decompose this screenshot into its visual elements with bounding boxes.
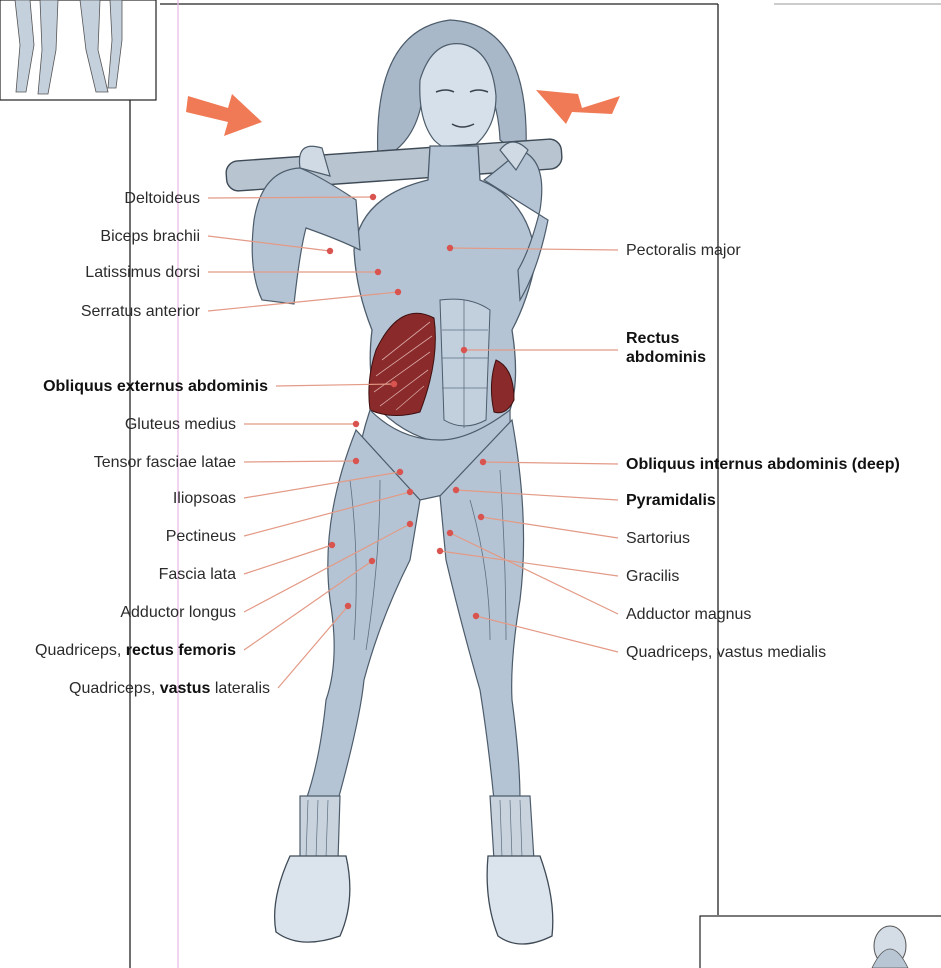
leader-tensor-fasciae-latae (244, 461, 356, 462)
thumbnail-bottom-right (700, 916, 941, 968)
label-serratus-anterior: Serratus anterior (81, 303, 201, 320)
label-quadriceps-vastus-lateralis: Quadriceps, vastus lateralis (69, 680, 270, 697)
label-gracilis: Gracilis (626, 568, 679, 585)
arrow-right-icon (536, 90, 620, 124)
dot-pyramidalis (453, 487, 459, 493)
label-sartorius: Sartorius (626, 530, 690, 547)
label-rectus-abdominis: Rectus (626, 330, 679, 347)
label-biceps-brachii: Biceps brachii (100, 228, 200, 245)
face (420, 44, 496, 151)
dot-adductor-longus (407, 521, 413, 527)
label-rectus-abdominis-line2: abdominis (626, 349, 706, 366)
dot-tensor-fasciae-latae (353, 458, 359, 464)
right-leg (306, 430, 420, 800)
leader-fascia-lata (244, 545, 332, 574)
anatomical-figure (225, 20, 562, 944)
dot-quadriceps-rectus-femoris (369, 558, 375, 564)
label-deltoideus: Deltoideus (124, 190, 200, 207)
label-pectineus: Pectineus (166, 528, 236, 545)
dot-pectineus (407, 489, 413, 495)
dot-deltoideus (370, 194, 376, 200)
dot-quadriceps-vastus-lateralis (345, 603, 351, 609)
label-latissimus-dorsi: Latissimus dorsi (85, 264, 200, 281)
dot-gracilis (437, 548, 443, 554)
dot-gluteus-medius (353, 421, 359, 427)
label-quadriceps-vastus-medialis: Quadriceps, vastus medialis (626, 644, 826, 661)
label-fascia-lata: Fascia lata (159, 566, 236, 583)
dot-obliquus-externus (391, 381, 397, 387)
label-adductor-magnus: Adductor magnus (626, 606, 751, 623)
dot-adductor-magnus (447, 530, 453, 536)
label-obliquus-externus: Obliquus externus abdominis (43, 378, 268, 395)
dot-quadriceps-vastus-medialis (473, 613, 479, 619)
dot-sartorius (478, 514, 484, 520)
left-shoe (487, 856, 553, 944)
dot-serratus-anterior (395, 289, 401, 295)
label-pectoralis-major: Pectoralis major (626, 242, 741, 259)
right-shoe (275, 856, 350, 942)
label-pyramidalis: Pyramidalis (626, 492, 716, 509)
label-iliopsoas: Iliopsoas (173, 490, 236, 507)
dot-rectus-abdominis (461, 347, 467, 353)
label-obliquus-internus: Obliquus internus abdominis (deep) (626, 456, 900, 473)
label-adductor-longus: Adductor longus (120, 604, 236, 621)
label-gluteus-medius: Gluteus medius (125, 416, 236, 433)
dot-biceps-brachii (327, 248, 333, 254)
dot-pectoralis-major (447, 245, 453, 251)
label-tensor-fasciae-latae: Tensor fasciae latae (94, 454, 236, 471)
arrow-left-icon (186, 94, 262, 136)
dot-iliopsoas (397, 469, 403, 475)
dot-latissimus-dorsi (375, 269, 381, 275)
dot-fascia-lata (329, 542, 335, 548)
thumbnail-top-left (0, 0, 156, 100)
dot-obliquus-internus (480, 459, 486, 465)
right-arm (252, 168, 360, 304)
label-quadriceps-rectus-femoris: Quadriceps, rectus femoris (35, 642, 236, 659)
